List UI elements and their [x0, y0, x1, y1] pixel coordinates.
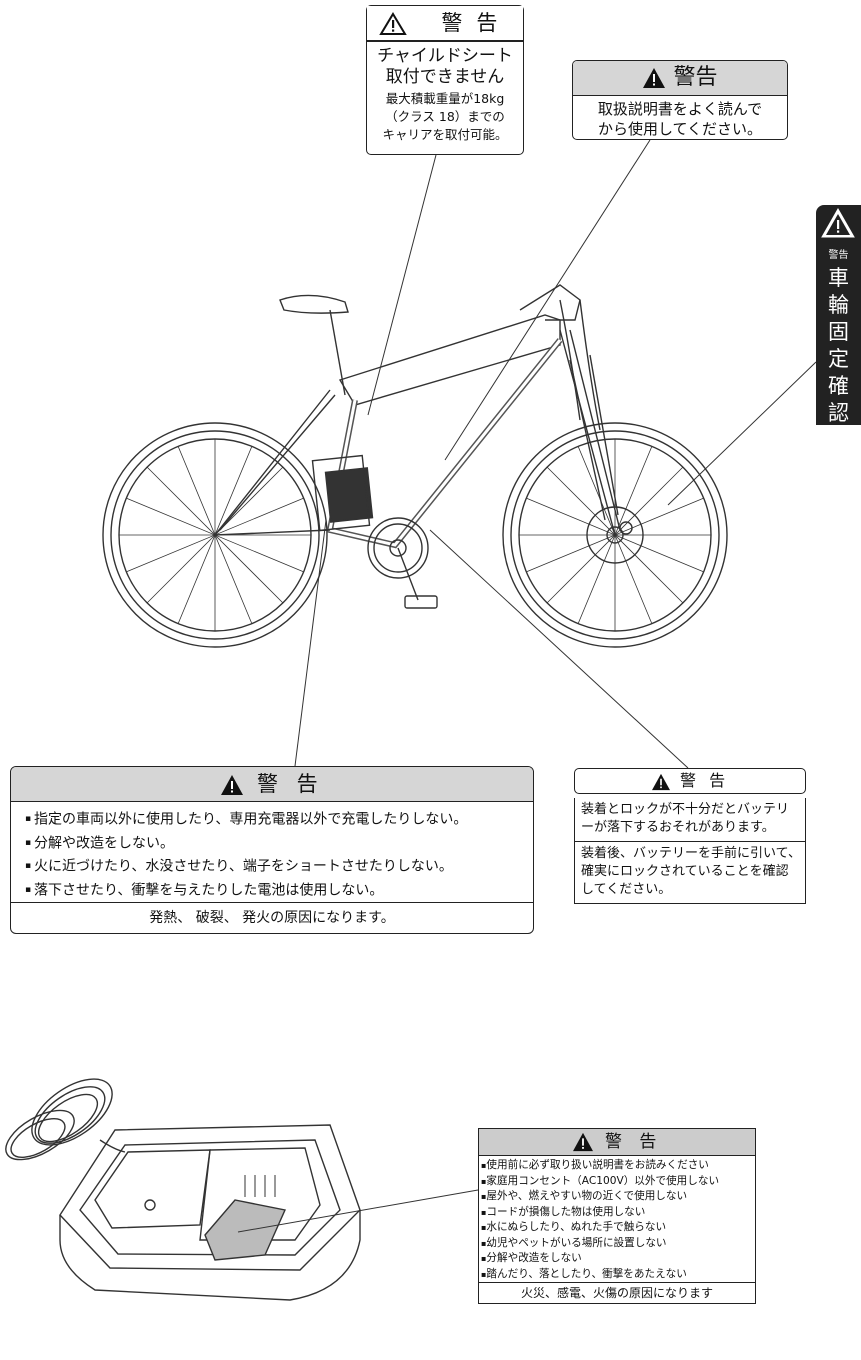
list-item: コードが損傷した物は使用しない — [481, 1205, 755, 1221]
label-line: 取扱説明書をよく読んで — [597, 100, 763, 118]
list-item: 水にぬらしたり、ぬれた手で触らない — [481, 1220, 755, 1236]
label-line: 最大積載重量が18kg — [385, 91, 505, 106]
charger-illustration — [5, 1078, 361, 1301]
list-item: 幼児やペットがいる場所に設置しない — [481, 1236, 755, 1252]
battery-lock-warning-label: 警 告 装着とロックが不十分だとバッテリーが落下するおそれがあります。 装着後、… — [574, 768, 806, 916]
label-paragraph: 装着とロックが不十分だとバッテリーが落下するおそれがあります。 — [575, 798, 805, 842]
label-line: キャリアを取付可能。 — [382, 127, 508, 142]
list-item: 踏んだり、落としたり、衝撃をあたえない — [481, 1267, 755, 1283]
label-body: 装着とロックが不十分だとバッテリーが落下するおそれがあります。 装着後、バッテリ… — [574, 798, 806, 904]
list-item: 屋外や、燃えやすい物の近くで使用しない — [481, 1189, 755, 1205]
label-title: 警 告 — [680, 771, 730, 790]
label-title: 警告 — [673, 65, 718, 90]
label-line: （クラス 18）までの — [385, 109, 505, 124]
label-header: 警告 — [367, 6, 523, 42]
list-item: 使用前に必ず取り扱い説明書をお読みください — [481, 1158, 755, 1174]
warning-triangle-icon — [651, 773, 670, 790]
list-item: 指定の車両以外に使用したり、専用充電器以外で充電したりしない。 — [25, 808, 533, 832]
arrow-down-icon — [821, 429, 856, 450]
battery-warning-label: 警 告 指定の車両以外に使用したり、専用充電器以外で充電したりしない。 分解や改… — [10, 766, 534, 934]
warning-triangle-icon — [821, 207, 855, 238]
label-footer: 発熱、 破裂、 発火の原因になります。 — [11, 902, 533, 933]
warning-list: 指定の車両以外に使用したり、専用充電器以外で充電したりしない。 分解や改造をしな… — [11, 802, 533, 902]
tab-small-label: 警告 — [828, 250, 849, 261]
label-header: 警告 — [573, 61, 787, 96]
bicycle-illustration — [102, 284, 728, 648]
label-footer: 火災、感電、火傷の原因になります — [478, 1282, 756, 1304]
warning-triangle-icon — [643, 68, 666, 88]
label-header: 警 告 — [574, 768, 806, 794]
wheel-lock-tab: 警告 車輪固定確認 — [816, 205, 861, 450]
list-item: 落下させたり、衝撃を与えたりした電池は使用しない。 — [25, 879, 533, 903]
charger-warning-label: 警 告 使用前に必ず取り扱い説明書をお読みください 家庭用コンセント（AC100… — [478, 1128, 756, 1316]
label-title: 警 告 — [605, 1132, 663, 1152]
warning-triangle-icon — [572, 1132, 593, 1152]
list-item: 家庭用コンセント（AC100V）以外で使用しない — [481, 1174, 755, 1190]
warning-triangle-icon — [378, 12, 407, 35]
label-line: 取付できません — [385, 67, 505, 87]
label-header: 警 告 — [11, 767, 533, 802]
leader-lines — [237, 139, 817, 1233]
label-header: 警 告 — [478, 1128, 756, 1156]
child-seat-warning-label: 警告 チャイルドシート 取付できません 最大積載重量が18kg （クラス 18）… — [366, 5, 524, 155]
tab-vertical-label: 車輪固定確認 — [828, 266, 849, 425]
label-title: 警 告 — [257, 772, 324, 796]
warning-triangle-icon — [221, 775, 244, 795]
label-line: から使用してください。 — [597, 120, 763, 138]
label-title: 警告 — [441, 11, 512, 35]
list-item: 火に近づけたり、水没させたり、端子をショートさせたりしない。 — [25, 855, 533, 879]
label-paragraph: 装着後、バッテリーを手前に引いて、確実にロックされていることを確認してください。 — [581, 846, 801, 897]
list-item: 分解や改造をしない。 — [25, 832, 533, 856]
warning-list: 使用前に必ず取り扱い説明書をお読みください 家庭用コンセント（AC100V）以外… — [478, 1156, 756, 1282]
list-item: 分解や改造をしない — [481, 1251, 755, 1267]
label-line: チャイルドシート — [377, 46, 513, 66]
read-manual-warning-label: 警告 取扱説明書をよく読んで から使用してください。 — [572, 60, 788, 140]
